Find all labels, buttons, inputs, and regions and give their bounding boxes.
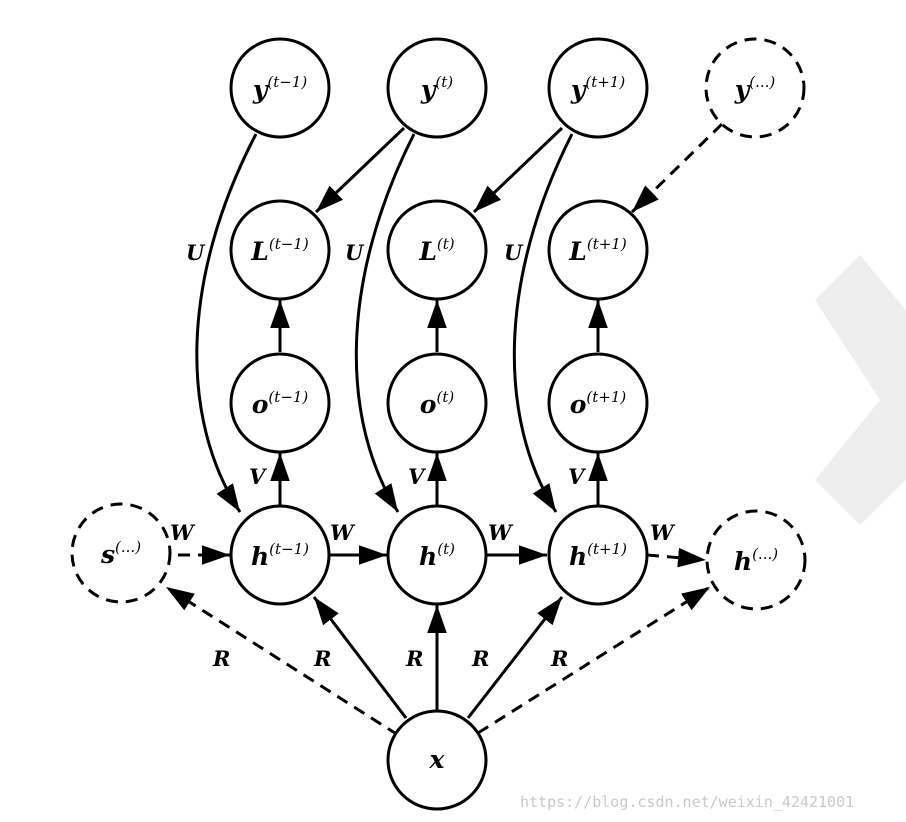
edge-u-y-cur-h-cur: [354, 133, 416, 513]
node-l-next: [547, 199, 649, 301]
node-y-cur: [386, 37, 488, 139]
edge-u-y-prev-h-prev: [195, 133, 258, 513]
edge-label-w-s: W: [170, 520, 196, 545]
watermark-url: https://blog.csdn.net/weixin_42421001: [520, 793, 854, 811]
edge-y-more-l-next: [630, 122, 724, 214]
watermark-chevron: [815, 255, 906, 525]
edge-r-x-s: [165, 585, 399, 737]
edge-label-w-prev: W: [330, 520, 356, 545]
node-label-o-prev: o(t−1): [252, 388, 309, 419]
node-o-cur: [386, 352, 488, 454]
edge-label-w-next: W: [650, 520, 676, 545]
node-y-next: [547, 37, 649, 139]
edge-label-v-prev: V: [249, 464, 268, 489]
edge-label-r-cur: R: [405, 646, 423, 671]
node-label-h-more: h(...): [734, 545, 778, 576]
node-label-y-prev: y(t−1): [252, 73, 308, 104]
node-x: [386, 709, 488, 811]
edge-w-s-h-prev: [166, 545, 230, 565]
edge-r-x-h-prev: [312, 596, 408, 719]
edge-label-w-cur: W: [488, 520, 514, 545]
edge-label-v-cur: V: [408, 464, 427, 489]
node-label-l-prev: L(t−1): [250, 235, 309, 266]
node-label-h-prev: h(t−1): [251, 540, 309, 571]
node-s-more: [70, 502, 172, 604]
edge-r-x-h-more: [477, 585, 711, 735]
node-h-next: [547, 504, 649, 606]
node-y-more: [704, 37, 806, 139]
node-h-more: [705, 509, 807, 611]
node-label-l-cur: L(t): [418, 235, 454, 266]
node-label-h-next: h(t+1): [569, 540, 627, 571]
edge-r-x-h-next: [466, 596, 564, 719]
node-l-cur: [386, 199, 488, 301]
edge-w-h-next-h-more: [646, 547, 707, 568]
node-label-h-cur: h(t): [419, 540, 455, 571]
edge-u-y-next-h-next: [512, 133, 574, 513]
edge-label-u-next: U: [504, 240, 524, 265]
edge-label-r-s: R: [212, 646, 230, 671]
node-label-s-more: s(...): [100, 538, 141, 569]
node-h-cur: [386, 504, 488, 606]
node-label-x: x: [429, 745, 446, 774]
edge-label-u-prev: U: [186, 240, 206, 265]
edge-y-next-l-cur: [472, 126, 564, 214]
node-label-l-next: L(t+1): [568, 235, 627, 266]
node-l-prev: [229, 199, 331, 301]
edge-y-cur-l-prev: [314, 126, 406, 214]
node-label-y-next: y(t+1): [570, 73, 626, 104]
node-h-prev: [229, 504, 331, 606]
node-label-y-more: y(...): [734, 73, 776, 104]
node-label-o-next: o(t+1): [570, 388, 627, 419]
edge-label-r-more: R: [550, 646, 568, 671]
edge-label-r-prev: R: [313, 646, 331, 671]
edge-label-v-next: V: [568, 464, 587, 489]
edge-label-r-next: R: [471, 646, 489, 671]
node-o-prev: [229, 352, 331, 454]
node-o-next: [547, 352, 649, 454]
node-label-o-cur: o(t): [420, 388, 455, 419]
node-y-prev: [229, 37, 331, 139]
node-label-y-cur: y(t): [420, 73, 453, 104]
edge-label-u-cur: U: [345, 240, 365, 265]
